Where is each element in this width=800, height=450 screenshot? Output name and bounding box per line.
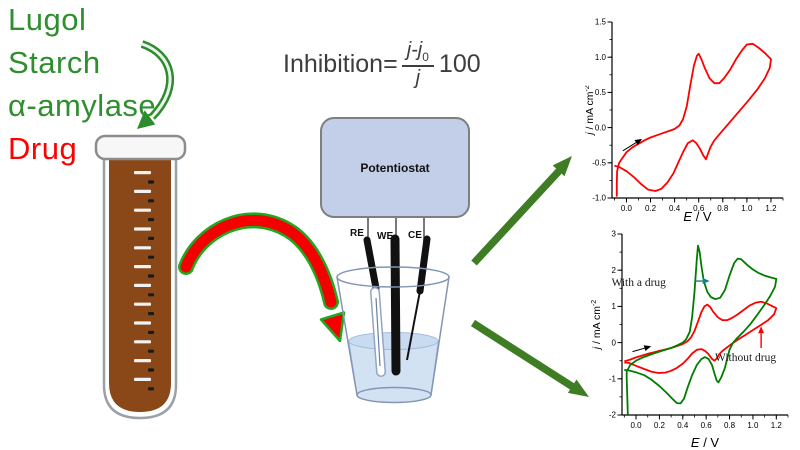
label-working-electrode: WE xyxy=(377,231,394,242)
equation-numerator: j-j xyxy=(406,39,423,61)
series-without-drug xyxy=(624,300,778,374)
y-tick-label: 3 xyxy=(612,230,617,239)
tube-tick xyxy=(148,236,154,240)
cv-plot-comparison: 0.0 0.2 0.4 0.6 0.8 1.0 1.2 3 2 1 0 -1 -2 E / V j / mA… xyxy=(591,230,789,450)
annotation-text: Without drug xyxy=(715,352,776,364)
x-tick-label: 0.6 xyxy=(693,204,705,213)
curved-arrow-tube-to-beaker xyxy=(178,212,346,343)
equation-factor: 100 xyxy=(438,49,481,78)
tube-tick xyxy=(148,180,154,184)
annotation-arrow xyxy=(622,142,637,152)
y-tick-label: -1.0 xyxy=(592,194,606,203)
arrow-to-top-plot xyxy=(471,156,572,266)
tube-tick xyxy=(134,171,151,175)
potentiostat-box: Potentiostat xyxy=(320,117,470,218)
x-tick-label: 0.8 xyxy=(724,421,736,430)
working-electrode-rod xyxy=(390,234,401,376)
y-tick-label: 2 xyxy=(612,266,617,275)
reagent-drug: Drug xyxy=(8,131,78,166)
y-tick-label: 1.0 xyxy=(595,53,607,62)
label-counter-electrode: CE xyxy=(408,230,422,241)
potentiostat-label: Potentiostat xyxy=(360,160,430,175)
tube-graduations xyxy=(134,171,154,391)
y-tick-label: 0 xyxy=(612,338,617,347)
y-tick-label: 1 xyxy=(612,302,617,311)
tube-tick xyxy=(134,321,151,325)
tube-tick xyxy=(148,330,154,334)
arrow-to-bottom-plot xyxy=(470,319,589,397)
y-axis-label: j / mA cm-2 xyxy=(591,300,603,352)
x-tick-label: 1.0 xyxy=(741,204,753,213)
reference-electrode-rod xyxy=(363,236,380,292)
tube-tick xyxy=(148,349,154,353)
equation-fraction: j-j0 j xyxy=(401,39,434,89)
x-tick-label: 1.0 xyxy=(747,421,759,430)
x-tick-label: 0.8 xyxy=(717,204,729,213)
equation-lhs: Inhibition xyxy=(283,49,384,78)
tube-tick xyxy=(134,377,151,381)
y-tick-label: 0.0 xyxy=(595,123,607,132)
beaker-outline xyxy=(336,266,450,404)
tube-tick xyxy=(134,265,151,269)
y-tick-label: -1 xyxy=(609,375,617,384)
tube-tick xyxy=(148,387,154,391)
x-tick-label: 0.4 xyxy=(669,204,681,213)
tube-tick xyxy=(148,218,154,222)
y-axis-label: j / mA cm-2 xyxy=(585,85,596,137)
series-cyclic-voltammogram xyxy=(614,42,772,197)
tube-tick xyxy=(134,189,151,193)
tube-tick xyxy=(148,255,154,259)
series-with-a-drug xyxy=(624,244,778,415)
electrodes xyxy=(363,234,431,377)
reagent-lugol: Lugol xyxy=(8,2,87,37)
x-axis-label: E / V xyxy=(691,435,720,450)
equation-numerator-sub: 0 xyxy=(422,50,429,64)
x-tick-label: 1.2 xyxy=(771,421,783,430)
counter-electrode-wire xyxy=(406,290,421,361)
label-reference-electrode: RE xyxy=(350,228,364,239)
y-tick-label: 1.5 xyxy=(595,18,607,27)
tube-tick xyxy=(134,340,151,344)
x-tick-label: 0.0 xyxy=(621,204,633,213)
equation-denominator: j xyxy=(415,66,421,89)
x-tick-label: 0.0 xyxy=(630,421,642,430)
x-tick-label: 1.2 xyxy=(765,204,777,213)
annotation-arrow-head xyxy=(634,138,643,146)
x-tick-label: 0.2 xyxy=(654,421,666,430)
reagent-amylase: α-amylase xyxy=(8,88,157,123)
tube-tick xyxy=(134,208,151,212)
cv-plot-single: 0.0 0.2 0.4 0.6 0.8 1.0 1.2 1.5 1.0 0.5 0.0 -0.5 -1.… xyxy=(585,18,784,224)
annotation-arrow-head xyxy=(702,278,710,285)
test-tube xyxy=(94,134,187,420)
x-axis-label: E / V xyxy=(683,209,712,224)
tube-tick xyxy=(148,312,154,316)
tube-tick xyxy=(148,293,154,297)
curved-arrow-reagents-to-tube xyxy=(137,40,174,129)
x-tick-label: 0.2 xyxy=(645,204,657,213)
tube-tick xyxy=(134,302,151,306)
tube-rim xyxy=(94,134,187,161)
annotation-arrow-head xyxy=(643,345,652,352)
y-tick-label: -0.5 xyxy=(592,159,606,168)
annotation-arrow xyxy=(632,347,645,353)
reagent-starch: Starch xyxy=(8,45,101,80)
x-tick-label: 0.4 xyxy=(677,421,689,430)
tube-tick xyxy=(148,274,154,278)
tube-tick xyxy=(134,283,151,287)
x-tick-label: 0.6 xyxy=(701,421,713,430)
y-tick-label: -2 xyxy=(609,411,617,420)
annotation-text: With a drug xyxy=(611,277,666,289)
annotation-arrow-head xyxy=(758,326,765,334)
tube-tick xyxy=(134,359,151,363)
y-tick-label: 0.5 xyxy=(595,88,607,97)
tube-tick xyxy=(134,246,151,250)
equation-equals: = xyxy=(383,49,398,78)
tube-tick xyxy=(148,199,154,203)
inhibition-equation: Inhibition = j-j0 j 100 xyxy=(283,40,481,89)
tube-tick xyxy=(148,368,154,372)
tube-tick xyxy=(134,227,151,231)
counter-electrode-rod xyxy=(416,235,431,295)
